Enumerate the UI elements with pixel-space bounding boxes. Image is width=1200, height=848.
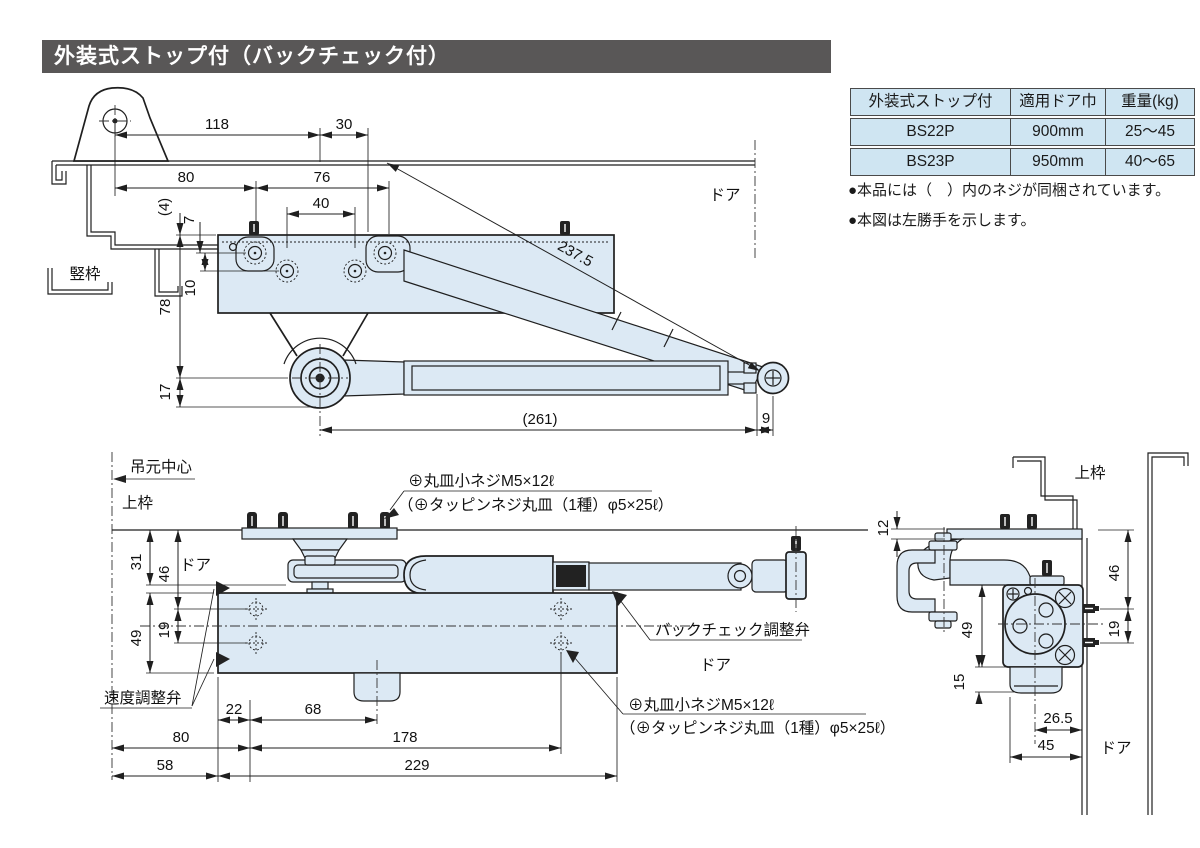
dim-22: 22 bbox=[226, 701, 243, 718]
speed-valve-arrow-icon bbox=[216, 652, 230, 667]
screw-note-top-line2: （⊕タッピンネジ丸皿（1種）φ5×25ℓ） bbox=[398, 496, 673, 514]
label-door-top-view: ドア bbox=[709, 187, 740, 204]
spec-col-model: 外装式ストップ付 bbox=[850, 88, 1011, 116]
weight-cell: 40～65 bbox=[1105, 148, 1195, 176]
notes: ●本品には（ ）内のネジが同梱されています。 ●本図は左勝手を示します。 bbox=[848, 182, 1198, 242]
spec-col-weight: 重量(kg) bbox=[1105, 88, 1195, 116]
dim-46: 46 bbox=[1106, 565, 1123, 582]
table-row: BS22P 900mm 25～45 bbox=[850, 118, 1195, 146]
dim-30: 30 bbox=[336, 116, 353, 133]
model-cell: BS22P bbox=[850, 118, 1011, 146]
mounting-plate bbox=[241, 512, 398, 563]
front-view-drawing: 31 46 49 19 22 68 80 178 58 229 吊元中心 上枠 … bbox=[100, 452, 895, 782]
dim-80: 80 bbox=[178, 169, 195, 186]
screw-leader-arrow-icon bbox=[566, 650, 579, 663]
dim-17: 17 bbox=[157, 384, 174, 401]
dim-49: 49 bbox=[959, 622, 976, 639]
dim-10: 10 bbox=[182, 280, 199, 297]
spec-col-door-width: 適用ドア巾 bbox=[1009, 88, 1107, 116]
dim-78: 78 bbox=[157, 299, 174, 316]
label-door-side: ドア bbox=[1100, 740, 1131, 757]
dim-4: (4) bbox=[156, 198, 173, 216]
dim-7: 7 bbox=[181, 216, 198, 224]
backcheck-valve-arrow-icon bbox=[612, 591, 627, 606]
weight-cell: 25～45 bbox=[1105, 118, 1195, 146]
label-top-frame: 上枠 bbox=[122, 494, 153, 512]
closer-body-front-view bbox=[217, 592, 618, 674]
dim-178: 178 bbox=[392, 729, 417, 746]
label-backcheck-valve: バックチェック調整弁 bbox=[655, 621, 810, 639]
note-left-hand: ●本図は左勝手を示します。 bbox=[848, 212, 1036, 229]
note-screws-included: ●本品には（ ）内のネジが同梱されています。 bbox=[848, 182, 1171, 199]
model-cell: BS23P bbox=[850, 148, 1011, 176]
label-door-lower: ドア bbox=[700, 657, 731, 674]
dim-229: 229 bbox=[404, 757, 429, 774]
dim-68: 68 bbox=[305, 701, 322, 718]
cylinder-boss-side bbox=[1009, 666, 1063, 694]
forearm-front-view bbox=[588, 562, 742, 591]
phillips-screw-icon bbox=[1054, 587, 1076, 666]
door-width-cell: 950mm bbox=[1009, 148, 1107, 176]
dim-49: 49 bbox=[128, 630, 145, 647]
page-title: 外装式ストップ付（バックチェック付） bbox=[42, 40, 831, 73]
corner-bracket bbox=[72, 86, 170, 162]
screw-leader-arrow-icon bbox=[384, 508, 399, 519]
mounting-holes bbox=[245, 598, 572, 654]
dim-12: 12 bbox=[875, 520, 892, 537]
dim-45: 45 bbox=[1038, 737, 1055, 754]
dim-9: 9 bbox=[762, 410, 770, 427]
dim-76: 76 bbox=[314, 169, 331, 186]
dim-19: 19 bbox=[1106, 621, 1123, 638]
screw-note-bottom-line2: （⊕タッピンネジ丸皿（1種）φ5×25ℓ） bbox=[620, 719, 895, 737]
dim-19: 19 bbox=[156, 622, 173, 639]
main-arm-front-view bbox=[403, 555, 554, 595]
dim-40: 40 bbox=[313, 195, 330, 212]
label-speed-valve: 速度調整弁 bbox=[104, 689, 182, 707]
dim-26-5: 26.5 bbox=[1043, 710, 1072, 727]
door-width-cell: 900mm bbox=[1009, 118, 1107, 146]
side-fixing-screws bbox=[1083, 604, 1099, 647]
forearm-top-view bbox=[342, 359, 405, 397]
label-top-frame-side: 上枠 bbox=[1074, 464, 1105, 482]
spec-table-header-row: 外装式ストップ付 適用ドア巾 重量(kg) bbox=[850, 88, 1195, 116]
dim-31: 31 bbox=[128, 554, 145, 571]
mounting-plate-side bbox=[946, 528, 1083, 540]
label-door-upper: ドア bbox=[180, 557, 211, 574]
label-hinge-center: 吊元中心 bbox=[130, 458, 192, 476]
dim-46: 46 bbox=[156, 566, 173, 583]
dim-118: 118 bbox=[205, 116, 229, 133]
spec-table: 外装式ストップ付 適用ドア巾 重量(kg) BS22P 900mm 25～45 … bbox=[850, 88, 1195, 178]
screw-note-bottom-line1: ⊕丸皿小ネジM5×12ℓ bbox=[628, 696, 774, 714]
label-jamb: 竪枠 bbox=[69, 265, 100, 283]
dim-58: 58 bbox=[157, 757, 174, 774]
dim-261: (261) bbox=[522, 411, 557, 428]
table-row: BS23P 950mm 40～65 bbox=[850, 148, 1195, 176]
screw-note-top-line1: ⊕丸皿小ネジM5×12ℓ bbox=[408, 472, 554, 490]
top-view-drawing: 118 30 80 76 40 (4) 7 10 78 17 237.5 (26… bbox=[47, 86, 790, 436]
mounting-screw-icon bbox=[249, 221, 570, 235]
dim-80: 80 bbox=[173, 729, 190, 746]
dim-15: 15 bbox=[951, 674, 968, 691]
side-view-drawing: 12 46 19 49 15 26.5 45 上枠 ドア bbox=[875, 452, 1189, 815]
